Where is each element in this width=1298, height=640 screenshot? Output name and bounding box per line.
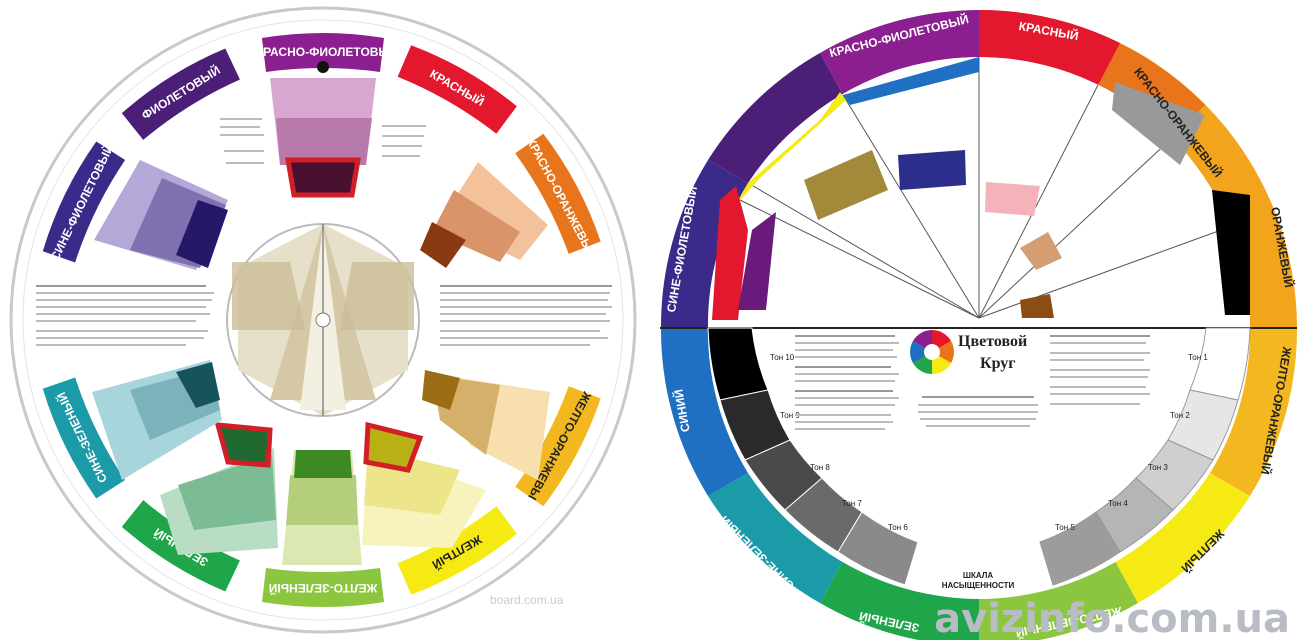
tone-5-label: Тон 5 [1055, 523, 1075, 532]
right-wheel-gray-window [1112, 82, 1205, 165]
tone-7-label: Тон 7 [842, 499, 862, 508]
svg-text:КРАСНО-ФИОЛЕТОВЫ: КРАСНО-ФИОЛЕТОВЫ [256, 45, 390, 59]
right-wheel-title-line2: Круг [980, 355, 1016, 372]
tone-10-label: Тон 10 [770, 353, 795, 362]
tone-1-label: Тон 1 [1188, 353, 1208, 362]
right-wheel-title-line1: Цветовой [958, 333, 1027, 350]
right-label-blue: СИНИЙ [670, 388, 692, 433]
saturation-scale-label-line2: НАСЫЩЕННОСТИ [942, 581, 1015, 590]
left-wheel-center-compass [226, 223, 420, 417]
watermark-avizinfo: avizinfo.com.ua [934, 596, 1290, 640]
right-wheel-swatch-olive [804, 150, 888, 220]
right-color-wheel: Тон 10 Тон 9 Тон 8 Тон 7 Тон 6 Тон 1 Тон… [660, 10, 1298, 640]
left-wheel-instruction-text [36, 118, 612, 346]
right-wheel-swatch-purple [738, 212, 776, 310]
left-wheel-swatch-red-orange [420, 162, 548, 268]
right-wheel-swatch-navy [898, 150, 966, 190]
right-wheel-tone-scale [707, 327, 1251, 586]
left-color-wheel: КРАСНО-ФИОЛЕТОВЫ КРАСНЫЙ КРАСНО-ОРАНЖЕВЫ… [9, 6, 637, 634]
right-wheel-red-window [712, 186, 748, 320]
tone-2-label: Тон 2 [1170, 411, 1190, 420]
right-wheel-swatch-pink [985, 182, 1040, 216]
right-wheel-black-window [1212, 190, 1250, 315]
saturation-scale-label-line1: ШКАЛА [963, 571, 993, 580]
left-wheel-label-red-violet: КРАСНО-ФИОЛЕТОВЫ [256, 33, 390, 72]
right-wheel-swatch-brown [1020, 294, 1054, 318]
tone-3-label: Тон 3 [1148, 463, 1168, 472]
right-wheel-outer-ring [660, 10, 1298, 640]
left-wheel-swatch-yellow [362, 421, 486, 548]
svg-text:ЖЕЛТО-ЗЕЛЕНЫЙ: ЖЕЛТО-ЗЕЛЕНЫЙ [269, 581, 379, 596]
tone-4-label: Тон 4 [1108, 499, 1128, 508]
tone-9-label: Тон 9 [780, 411, 800, 420]
left-wheel-watermark: board.com.ua [490, 593, 564, 607]
tone-6-label: Тон 6 [888, 523, 908, 532]
left-wheel-label-yellow-green: ЖЕЛТО-ЗЕЛЕНЫЙ [262, 568, 384, 607]
left-wheel-swatch-blue-violet [94, 160, 228, 270]
left-wheel-swatch-red-violet [270, 61, 376, 198]
tone-8-label: Тон 8 [810, 463, 830, 472]
left-wheel-swatch-green [160, 422, 278, 555]
right-wheel-center-logo [910, 330, 954, 374]
left-wheel-swatch-yellow-green [282, 450, 362, 565]
left-wheel-swatch-blue-green [92, 360, 222, 480]
left-wheel-label-red: КРАСНЫЙ [397, 45, 517, 134]
left-wheel-swatch-yellow-orange [422, 370, 550, 480]
right-wheel-description-text [795, 335, 1150, 430]
right-wheel-swatch-tan [1020, 232, 1062, 270]
right-wheel-yellow-window [736, 92, 846, 205]
right-wheel-blue-window [843, 57, 979, 105]
